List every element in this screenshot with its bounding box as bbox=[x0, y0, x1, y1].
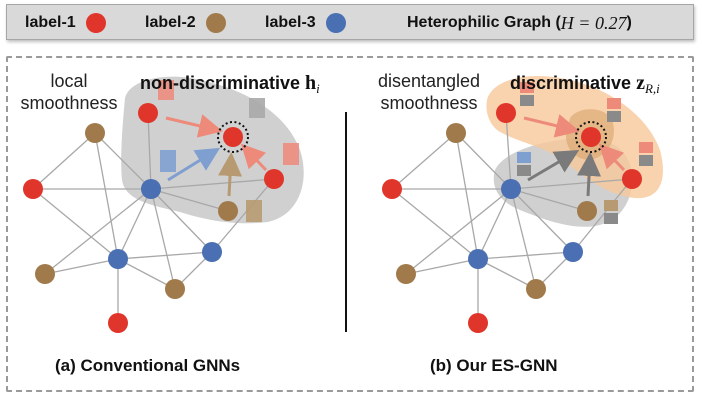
right-node-brown-left bbox=[396, 264, 416, 284]
graph-title-prefix: Heterophilic Graph ( bbox=[407, 14, 561, 31]
left-title-subscript: i bbox=[316, 81, 320, 96]
legend-bar: label-1 label-2 label-3 Heterophilic Gra… bbox=[6, 4, 694, 40]
legend-item-label-1: label-1 bbox=[25, 5, 106, 41]
left-target-ring bbox=[217, 121, 249, 153]
legend-dot-red-icon bbox=[85, 13, 106, 33]
left-arrow-blue bbox=[167, 147, 221, 182]
right-side-text-line1: disentangled bbox=[377, 71, 481, 91]
graph-title-suffix: ) bbox=[626, 14, 632, 31]
right-target-node bbox=[581, 127, 601, 147]
left-feature-square-blue bbox=[160, 150, 176, 172]
left-title-math: h bbox=[305, 72, 317, 94]
left-node-red-upper bbox=[138, 103, 158, 123]
right-arrow-gray bbox=[527, 149, 580, 182]
left-node-brown-bottom bbox=[165, 279, 185, 299]
graph-title-homophily: H = 0.27 bbox=[560, 12, 627, 33]
right-title-subscript: R,i bbox=[644, 81, 660, 96]
left-panel-title: non-discriminative hi bbox=[140, 72, 320, 97]
right-target-ring bbox=[575, 121, 607, 153]
right-panel bbox=[382, 76, 663, 333]
left-edges bbox=[32, 112, 275, 323]
right-node-red-bottom bbox=[468, 313, 488, 333]
left-node-red-right bbox=[264, 169, 284, 189]
right-node-red-upper bbox=[496, 103, 516, 123]
right-arrow-gray-2 bbox=[577, 152, 602, 197]
right-panel-title: discriminative zR,i bbox=[510, 72, 660, 97]
left-feature-square-gray bbox=[249, 98, 265, 118]
legend-label-3: label-3 bbox=[265, 14, 316, 31]
right-side-text-line2: smoothness bbox=[380, 93, 478, 113]
left-panel bbox=[23, 76, 304, 333]
left-node-red-bottom bbox=[108, 313, 128, 333]
right-node-blue-right bbox=[563, 242, 583, 262]
left-caption: (a) Conventional GNNs bbox=[55, 356, 241, 375]
left-node-brown-top bbox=[85, 123, 105, 143]
right-arrow-red-1 bbox=[523, 114, 580, 138]
left-arrow-red-1 bbox=[165, 114, 223, 138]
left-neighborhood-shade bbox=[121, 76, 304, 224]
legend-dot-brown-icon bbox=[205, 13, 226, 33]
left-arrow-red-2 bbox=[240, 143, 268, 172]
left-node-red-left bbox=[23, 179, 43, 199]
right-node-red-right bbox=[622, 169, 642, 189]
right-node-blue-mid bbox=[468, 249, 488, 269]
right-title-text: discriminative bbox=[510, 73, 637, 93]
legend-item-label-2: label-2 bbox=[145, 5, 226, 41]
left-title-text: non-discriminative bbox=[140, 73, 306, 93]
right-arrow-red-2 bbox=[598, 143, 626, 172]
right-node-brown-bottom bbox=[526, 279, 546, 299]
right-feature-squares bbox=[517, 82, 653, 224]
left-arrow-brown bbox=[218, 152, 243, 197]
left-feature-square-brown bbox=[246, 200, 262, 222]
right-node-brown-top bbox=[446, 123, 466, 143]
left-node-brown-left bbox=[35, 264, 55, 284]
left-feature-square-red-1 bbox=[158, 80, 174, 100]
graph-type-title: Heterophilic Graph ( H = 0.27 ) bbox=[407, 5, 632, 41]
right-node-blue-center bbox=[501, 179, 521, 199]
legend-label-2: label-2 bbox=[145, 14, 196, 31]
left-node-blue-mid bbox=[108, 249, 128, 269]
right-edges bbox=[391, 112, 633, 323]
legend-dot-blue-icon bbox=[325, 13, 346, 33]
legend-label-1: label-1 bbox=[25, 14, 76, 31]
left-side-text-line2: smoothness bbox=[20, 93, 118, 113]
left-target-node bbox=[223, 127, 243, 147]
figure-frame bbox=[6, 56, 694, 392]
legend-item-label-3: label-3 bbox=[265, 5, 346, 41]
left-side-text: local smoothness bbox=[14, 70, 124, 114]
left-feature-square-red-2 bbox=[283, 143, 299, 165]
left-side-text-line1: local bbox=[50, 71, 88, 91]
left-node-blue-center bbox=[141, 179, 161, 199]
right-caption: (b) Our ES-GNN bbox=[430, 356, 558, 375]
left-node-brown-center bbox=[218, 201, 238, 221]
left-node-blue-right bbox=[202, 242, 222, 262]
right-node-red-left bbox=[382, 179, 402, 199]
right-title-math: z bbox=[636, 72, 645, 94]
right-side-text: disentangled smoothness bbox=[364, 70, 494, 114]
right-node-brown-center bbox=[577, 201, 597, 221]
